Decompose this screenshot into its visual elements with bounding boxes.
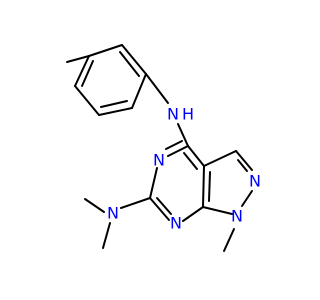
structure-diagram: N H N N N N N: [66, 44, 261, 252]
nh-nitrogen-label: N: [167, 105, 179, 124]
bond-tolyl-5: [74, 85, 100, 116]
bond-tolyl-inner-2: [100, 100, 128, 108]
bond-tolyl-methyl: [66, 55, 90, 63]
bond-tolyl-inner-3: [81, 60, 94, 87]
bond-nme2-methyl-2: [102, 222, 111, 249]
bond-c7a-c3a-double: [208, 171, 211, 202]
bond-tolyl-3: [131, 73, 147, 109]
bond-c3a-c4: [187, 145, 205, 167]
bond-c2-n1-double: [156, 197, 172, 215]
dimethylamino-nitrogen-label: N: [107, 204, 119, 223]
bond-c4-n3-double: [165, 140, 183, 150]
bond-c3a-c4-double: [183, 152, 198, 170]
bond-n1-c7a: [182, 206, 204, 222]
bond-c3-n2: [235, 150, 253, 171]
bond-n2-n1p: [241, 190, 253, 207]
bond-c7a-c3a: [202, 165, 205, 208]
bond-c3a-c3: [203, 150, 237, 167]
bond-nme2-methyl-1: [84, 198, 105, 213]
bond-tolyl-2: [121, 44, 147, 75]
pyrazole-n1-label: N: [231, 207, 243, 226]
bond-c3-n2-double: [237, 159, 248, 172]
bond-tolyl-inner-1: [119, 51, 140, 77]
bond-c2-n1: [149, 197, 170, 221]
bond-n1p-c7a: [202, 206, 233, 215]
bond-tolyl-4: [98, 107, 133, 116]
bond-aryl-nh: [145, 73, 169, 104]
bond-n1-methyl: [223, 228, 235, 252]
bond-n3-c2: [149, 167, 158, 199]
nh-hydrogen-label: H: [182, 105, 194, 124]
bond-nh-c4: [177, 123, 189, 147]
pyrazole-n2-label: N: [249, 172, 261, 191]
molecule-canvas: N H N N N N N: [66, 44, 261, 252]
bond-c2-nme2: [120, 197, 151, 209]
pyrimidine-bottom-nitrogen-label: N: [170, 214, 182, 233]
bond-tolyl-6: [74, 55, 90, 87]
pyrimidine-top-nitrogen-label: N: [153, 151, 165, 170]
bond-tolyl-1: [88, 44, 123, 57]
bond-c4-n3: [167, 145, 189, 157]
